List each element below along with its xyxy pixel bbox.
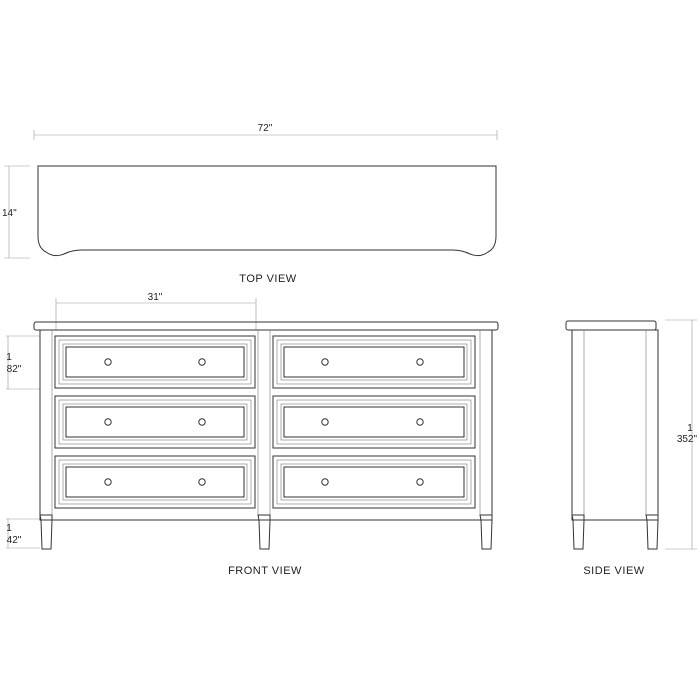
leg-height-label-2: 42"	[7, 535, 22, 546]
drawer	[54, 335, 256, 389]
side-top-slab	[565, 320, 657, 331]
drawer-knob	[198, 478, 206, 486]
drawer-knob	[198, 358, 206, 366]
front-view: 31" 1 82" 1 42" FRONT VIEW	[6, 292, 499, 577]
top-view: 72" 14" TOP VIEW	[2, 123, 498, 285]
height-label-2: 352"	[677, 434, 698, 445]
drawer-height-label-2: 82"	[7, 364, 22, 375]
drawer-knob	[416, 478, 424, 486]
height-label-1: 1	[687, 423, 693, 434]
drawer-knob	[416, 358, 424, 366]
side-view-label: SIDE VIEW	[583, 565, 644, 577]
front-top-slab	[33, 321, 499, 331]
side-view: 1 352" SIDE VIEW	[565, 319, 698, 577]
drawer	[54, 455, 256, 509]
top-view-label: TOP VIEW	[239, 273, 297, 285]
drawer-knob	[104, 358, 112, 366]
drawer-width-label: 31"	[148, 292, 163, 303]
drawer	[54, 395, 256, 449]
drawer	[272, 335, 476, 389]
drawer-knob	[321, 418, 329, 426]
drawer-knob	[104, 418, 112, 426]
drawer	[272, 395, 476, 449]
drawer-knob	[321, 358, 329, 366]
drawer-knob	[321, 478, 329, 486]
front-view-label: FRONT VIEW	[228, 565, 302, 577]
top-outline	[37, 165, 497, 257]
width-dimension-label: 72"	[258, 123, 273, 134]
drawer-knob	[416, 418, 424, 426]
front-legs	[39, 514, 493, 550]
side-leg-back	[645, 514, 659, 550]
drawer-height-label-1: 1	[6, 352, 12, 363]
drawer-knob	[104, 478, 112, 486]
leg-height-label-1: 1	[6, 523, 12, 534]
side-carcass	[571, 329, 659, 521]
side-leg-front	[571, 514, 585, 550]
drawer-knob	[198, 418, 206, 426]
depth-dimension-label: 14"	[2, 208, 17, 219]
drawer	[272, 455, 476, 509]
front-carcass	[39, 329, 493, 521]
